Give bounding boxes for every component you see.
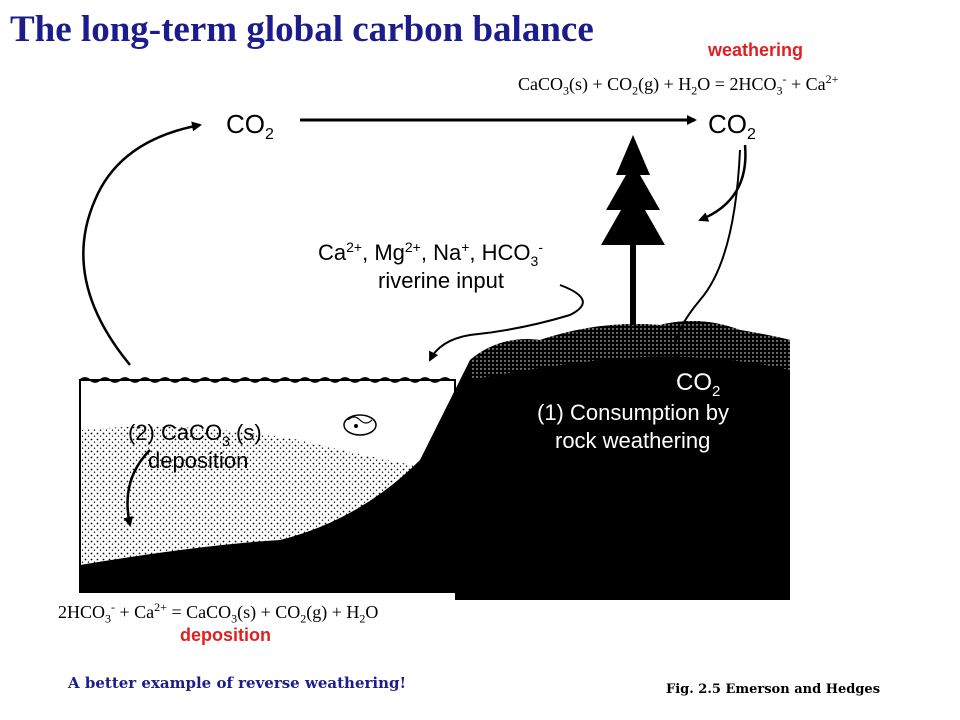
co2-left-label: CO2: [226, 109, 274, 143]
ions-label: Ca2+, Mg2+, Na+, HCO3-: [318, 239, 543, 269]
base-bar: [455, 592, 790, 600]
riverine-arrow: [429, 284, 584, 362]
shell-organism-icon: [343, 414, 377, 436]
reverse-weathering-note: A better example of reverse weathering!: [68, 674, 407, 692]
co2-to-rock-arrow: [674, 149, 741, 378]
sea-surface: [79, 377, 451, 383]
outgassing-arrow: [82, 121, 202, 366]
deposition-equation: 2HCO3- + Ca2+ = CaCO3(s) + CO2(g) + H2O: [58, 600, 379, 626]
co2-rock-label: CO2: [676, 369, 720, 400]
consumption-line-2: rock weathering: [555, 428, 710, 453]
co2-right-label: CO2: [708, 109, 756, 143]
weathering-equation: CaCO3(s) + CO2(g) + H2O = 2HCO3- + Ca2+: [518, 72, 839, 98]
deposition-line-1: (2) CaCO3 (s): [128, 420, 262, 449]
tree-icon: [601, 135, 665, 325]
deposition-label: deposition: [180, 625, 271, 645]
figure-credit: Fig. 2.5 Emerson and Hedges: [666, 682, 881, 697]
riverine-label: riverine input: [378, 268, 504, 293]
page-title: The long-term global carbon balance: [10, 9, 594, 50]
consumption-line-1: (1) Consumption by: [537, 400, 729, 425]
rock-land: [80, 321, 790, 592]
weathering-label: weathering: [708, 40, 804, 60]
rock-land-texture: [470, 321, 790, 380]
deposition-line-2: deposition: [148, 448, 248, 473]
deposition-arrow: [123, 449, 151, 527]
